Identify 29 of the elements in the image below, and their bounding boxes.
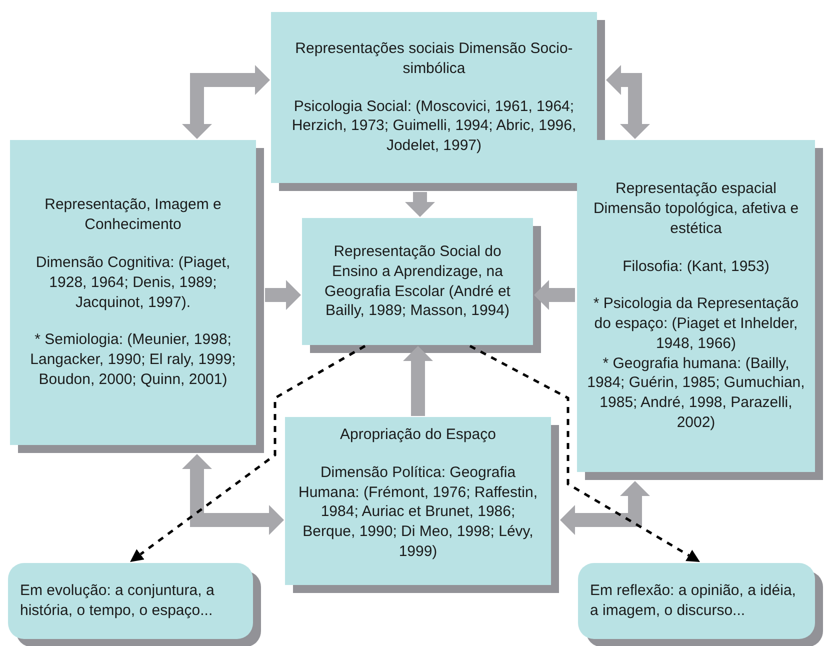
- concept-box: [10, 140, 256, 445]
- box-text: * Semiologia: (Meunier, 1998; Langacker, 1990; El raly, 1999; Boudon, 2000; Quinn, 2001): [29, 330, 237, 390]
- box-heading: Representações sociais Dimensão Socio-simbólica: [294, 39, 574, 79]
- double-block-arrow: [560, 481, 650, 535]
- double-block-arrow: [182, 454, 284, 535]
- concept-box: [302, 218, 533, 345]
- box-heading: Representação espacial Dimensão topológica, afetiva e estética: [592, 179, 800, 238]
- concept-box: [285, 417, 551, 585]
- box-text: Em reflexão: a opinião, a idéia, a imagem, o discurso...: [590, 581, 797, 621]
- box-text: Representação Social do Ensino a Aprendizage, na Geografia Escolar (André et Bailly, 1989; Masson, 1994): [324, 242, 512, 322]
- block-arrow: [534, 280, 575, 310]
- box-text: Filosofia: (Kant, 1953): [622, 256, 770, 276]
- box-text: * Psicologia da Representação do espaço: (Piaget et Inhelder, 1948, 1966): [592, 294, 800, 354]
- note-box: [8, 563, 253, 639]
- concept-box: [271, 12, 597, 183]
- block-arrow: [403, 346, 433, 416]
- box-text: Dimensão Cognitiva: (Piaget, 1928, 1964; Denis, 1989; Jacquinot, 1997).: [34, 252, 232, 312]
- block-arrow: [265, 280, 301, 310]
- note-box: [578, 563, 815, 639]
- box-text: Psicologia Social: (Moscovici, 1961, 1964; Herzich, 1973; Guimelli, 1994; Abric, 1996, Jodelet, 1997): [290, 96, 578, 156]
- box-heading: Apropriação do Espaço: [340, 425, 496, 445]
- box-text: Em evolução: a conjuntura, a história, o tempo, o espaço...: [20, 581, 216, 621]
- double-block-arrow: [606, 65, 650, 139]
- block-arrow: [405, 192, 435, 217]
- box-text: Dimensão Política: Geografia Humana: (Frémont, 1976; Raffestin, 1984; Auriac et Brunet, 1986; Berque, 1990; Di Meo, 1998; Lévy, 1999): [297, 462, 538, 562]
- box-text: * Geografia humana: (Bailly, 1984; Guérin, 1985; Gumuchian, 1985; André, 1998, Parazelli, 2002): [587, 354, 805, 433]
- double-block-arrow: [182, 65, 270, 139]
- concept-box: [577, 140, 815, 472]
- box-heading: Representação, Imagem e Conhecimento: [44, 195, 222, 235]
